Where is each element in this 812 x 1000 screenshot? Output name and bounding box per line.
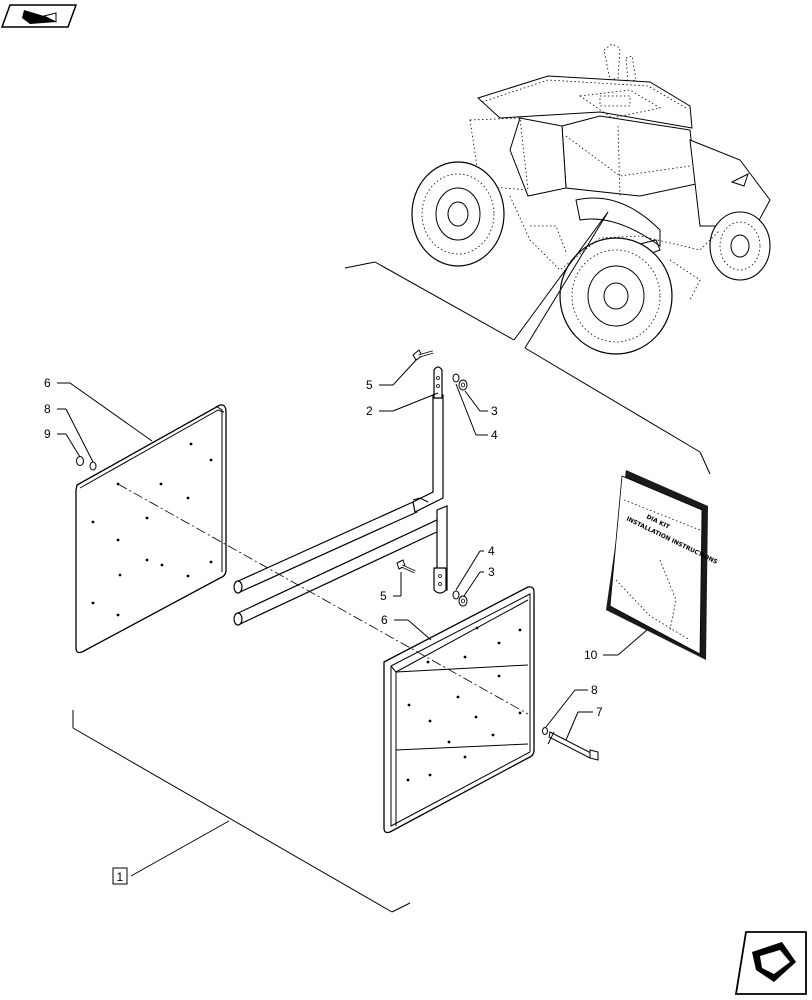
weight-panel-right [383, 586, 535, 834]
installation-instructions-book: DIA KIT INSTALLATION INSTRUCTIONS [606, 470, 719, 660]
callout-10: 10 [584, 648, 598, 662]
long-bolt-right [542, 727, 599, 761]
callout-2: 2 [366, 404, 373, 418]
callout-7: 7 [596, 705, 603, 719]
kit-callout-box: 1 [112, 867, 128, 885]
next-page-arrow-icon[interactable] [734, 931, 807, 995]
support-bracket [233, 366, 448, 626]
location-leaders [344, 211, 711, 475]
callout-3-bottom: 3 [488, 565, 495, 579]
kit-bracket-lines [72, 710, 411, 913]
rear-wheel-right [559, 237, 673, 355]
bolt-bottom [396, 559, 416, 574]
callout-9: 9 [44, 427, 51, 441]
callout-6-left: 6 [44, 376, 51, 390]
prev-page-arrow-icon[interactable] [0, 4, 78, 28]
nut-washer-left [76, 456, 97, 471]
bolt-top [412, 349, 434, 361]
callout-6-right: 6 [381, 613, 388, 627]
panel-left-holes [91, 442, 213, 617]
front-wheel [709, 211, 771, 281]
weight-panel-left [75, 404, 227, 654]
panel-right-holes [406, 626, 522, 782]
callout-leaders [57, 358, 648, 741]
callout-5-top: 5 [366, 378, 373, 392]
rear-wheel-left [411, 161, 505, 267]
callout-8-right: 8 [591, 683, 598, 697]
callout-labels: 5 2 3 4 4 3 5 6 6 8 9 8 7 10 [44, 376, 603, 719]
callout-4-bottom: 4 [488, 544, 495, 558]
washer-nut-bottom [452, 590, 468, 607]
callout-5-bottom: 5 [380, 589, 387, 603]
washer-nut-top [452, 373, 468, 391]
tractor-illustration [411, 43, 771, 355]
callout-4-top: 4 [491, 428, 498, 442]
callout-3-top: 3 [491, 404, 498, 418]
callout-1: 1 [117, 870, 124, 884]
callout-8-left: 8 [44, 402, 51, 416]
assembly-axis [117, 483, 529, 715]
